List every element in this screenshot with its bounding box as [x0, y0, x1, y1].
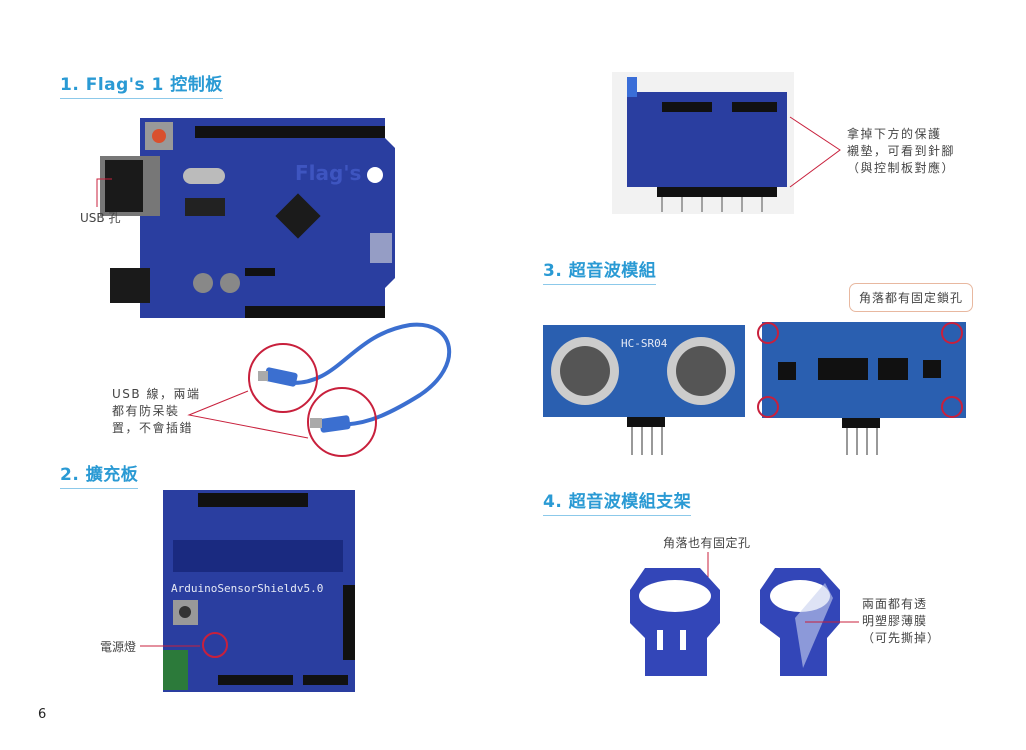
power-led-highlight — [202, 632, 228, 658]
mounting-holes-callout: 角落都有固定鎖孔 — [849, 283, 974, 312]
shield-label-text: ArduinoSensorShieldv5.0 — [171, 582, 323, 595]
film-note-line: （可先撕掉） — [862, 631, 941, 645]
section-heading-ultrasonic: 3. 超音波模組 — [543, 256, 657, 285]
section-heading-shield: 2. 擴充板 — [60, 460, 139, 489]
cable-note-line: USB 線，兩端 — [112, 387, 201, 401]
shield-back-note: 拿掉下方的保護 襯墊，可看到針腳 （與控制板對應） — [847, 126, 955, 177]
usb-cable-photo — [248, 322, 452, 457]
controller-board-photo: Flag's — [100, 118, 395, 318]
ultrasonic-sensor-back-photo — [757, 322, 966, 455]
sensor-model-text: HC-SR04 — [621, 337, 668, 350]
bracket-corner-note: 角落也有固定孔 — [663, 536, 751, 550]
ultrasonic-sensor-front-photo: HC-SR04 — [543, 325, 745, 455]
section-heading-controller: 1. Flag's 1 控制板 — [60, 70, 223, 99]
power-led-leader-line — [140, 645, 200, 647]
power-led-label: 電源燈 — [100, 640, 137, 654]
shield-back-note-line: 拿掉下方的保護 — [847, 127, 942, 141]
cable-note-line: 置，不會插錯 — [112, 421, 194, 435]
bracket-side-photo — [760, 568, 840, 676]
cable-note-leader-lines — [187, 390, 309, 439]
usb-hole-label: USB 孔 — [80, 211, 121, 225]
page-number: 6 — [38, 707, 47, 722]
shield-back-note-line: （與控制板對應） — [847, 161, 956, 175]
film-note-line: 兩面都有透 — [862, 597, 928, 611]
board-logo-text: Flag's — [295, 161, 361, 185]
sensor-shield-photo: ArduinoSensorShieldv5.0 — [163, 490, 355, 692]
film-note-line: 明塑膠薄膜 — [862, 614, 928, 628]
bracket-film-note: 兩面都有透 明塑膠薄膜 （可先撕掉） — [862, 596, 940, 647]
bracket-front-photo — [630, 568, 720, 676]
cable-note: USB 線，兩端 都有防呆裝 置，不會插錯 — [112, 386, 200, 437]
usb-hole-leader-line — [96, 178, 112, 207]
shield-back-leader-lines — [789, 116, 841, 188]
board-number-badge — [367, 167, 383, 183]
film-note-leader-line — [805, 621, 859, 623]
shield-back-photo — [612, 72, 794, 214]
shield-back-note-line: 襯墊，可看到針腳 — [847, 144, 956, 158]
cable-note-line: 都有防呆裝 — [112, 404, 180, 418]
section-heading-bracket: 4. 超音波模組支架 — [543, 487, 692, 516]
